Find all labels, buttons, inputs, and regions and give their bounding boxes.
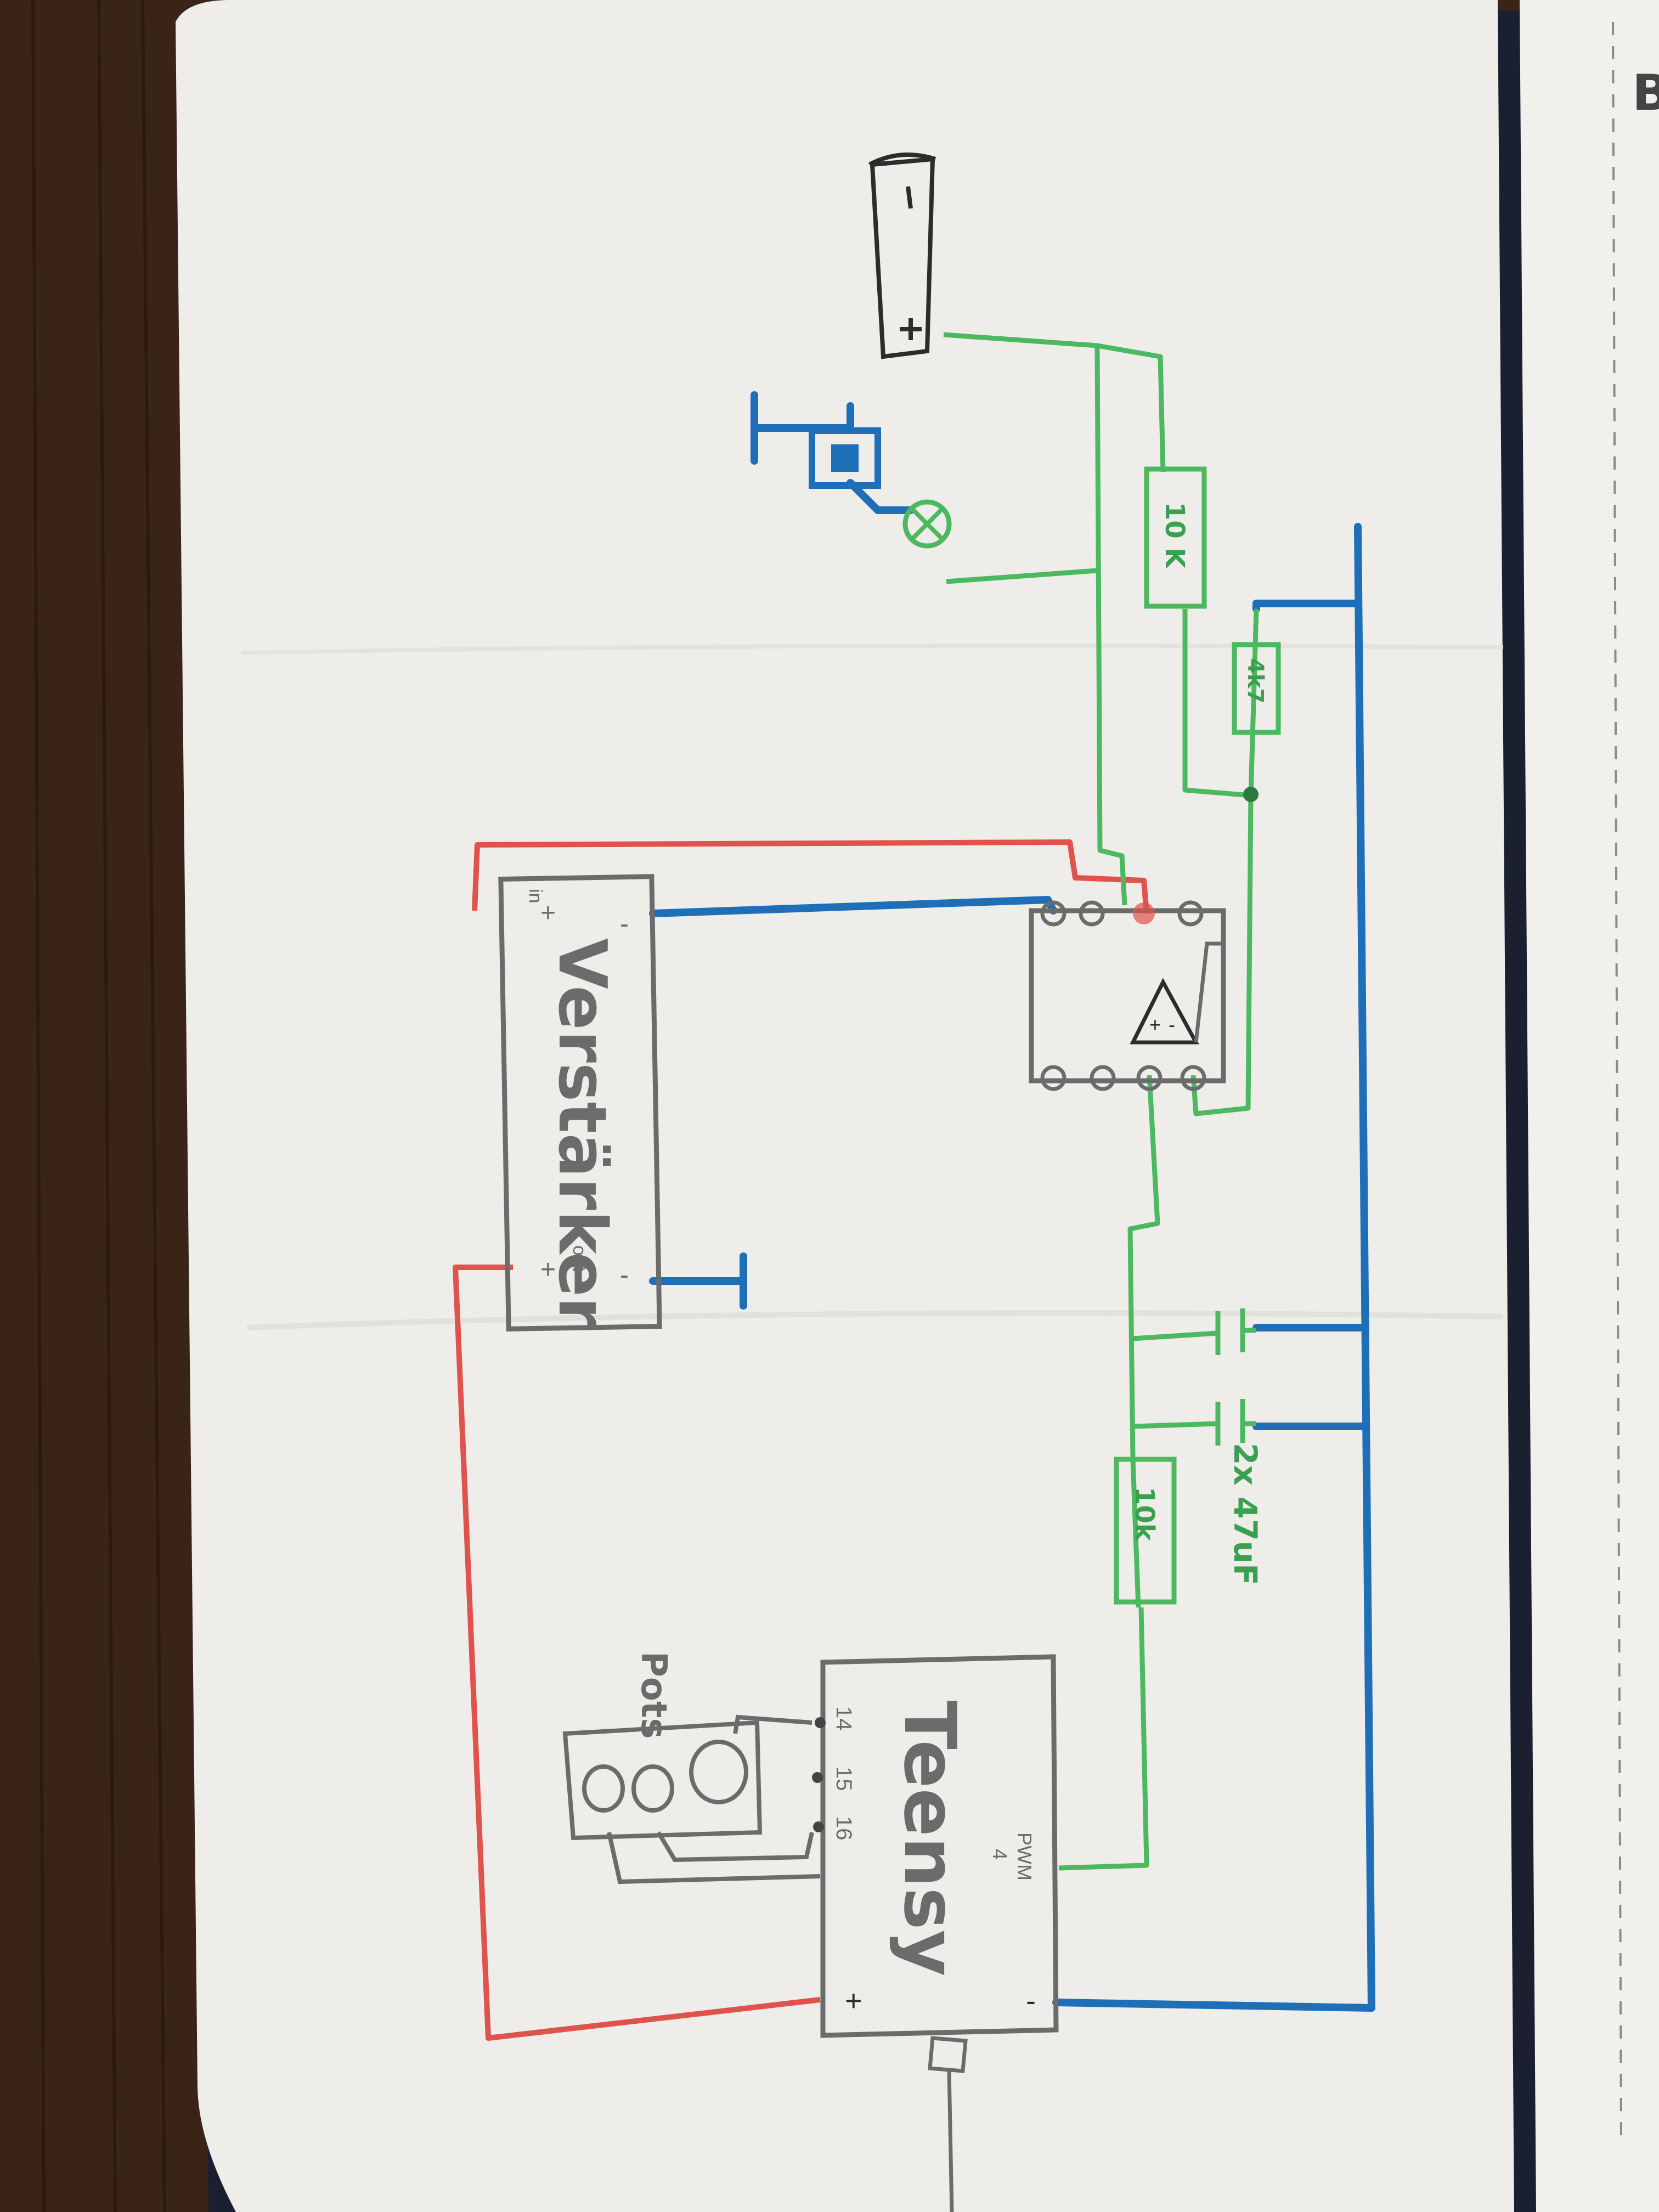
next-page-dashed-line [1612, 21, 1622, 2140]
amp-minus-bottom: - [620, 1261, 629, 1290]
junction-dot [1243, 787, 1259, 802]
resistor-4k7: 4k7 [1232, 642, 1281, 735]
lamp-icon [809, 427, 952, 549]
paper-page [176, 0, 1514, 2212]
amplifier-label: Verstärker [544, 938, 620, 1329]
teensy-pin-16: 16 [832, 1816, 856, 1841]
amp-in-label: in [525, 889, 546, 903]
teensy-board: Teensy 14 15 16 PWM 4 + - [812, 1654, 1059, 2212]
ground-wires [649, 391, 1375, 2012]
signal-wires [943, 332, 1259, 1871]
op-amp-minus: - [1169, 1013, 1175, 1036]
teensy-pwm-pin: 4 [989, 1849, 1011, 1860]
teensy-pin-15: 15 [832, 1767, 856, 1791]
next-page [1520, 0, 1659, 2212]
amp-out-label: out [569, 1245, 590, 1272]
pots-label: Pots [633, 1651, 674, 1739]
amp-minus-top: - [620, 910, 629, 939]
potentiometer-icon [562, 1714, 821, 1884]
op-amp-plus: + [1149, 1013, 1161, 1036]
resistor-4k7-label: 4k7 [1243, 658, 1268, 703]
teensy-pwm-label: PWM [1013, 1832, 1036, 1881]
teensy-minus: - [1026, 1984, 1036, 2017]
resistor-10k-top-label: 10 K [1159, 502, 1190, 569]
paper-fold [246, 1310, 1504, 1330]
resistor-10k-bottom: 10k [1114, 1457, 1177, 1605]
resistor-10k-top: 10 K [1144, 466, 1207, 609]
amp-plus-bottom: + [540, 1255, 556, 1284]
next-page-letter: B [1632, 64, 1659, 122]
capacitors [1215, 1308, 1256, 1446]
op-amp-icon [1130, 978, 1199, 1045]
teensy-plus: + [845, 1984, 862, 2017]
amplifier-module: Verstärker in + - out + - [498, 874, 662, 1331]
teensy-label: Teensy [888, 1701, 972, 1976]
op-amp-ic: + - [1029, 900, 1226, 1091]
jack-plug-icon [868, 153, 936, 359]
capacitor-label: 2x 47uF [1227, 1443, 1264, 1585]
paper-crease [241, 643, 1504, 655]
power-wires [453, 839, 1149, 2041]
resistor-10k-bottom-label: 10k [1129, 1487, 1160, 1542]
teensy-pin-14: 14 [832, 1706, 856, 1731]
amp-plus-top: + [540, 899, 556, 928]
